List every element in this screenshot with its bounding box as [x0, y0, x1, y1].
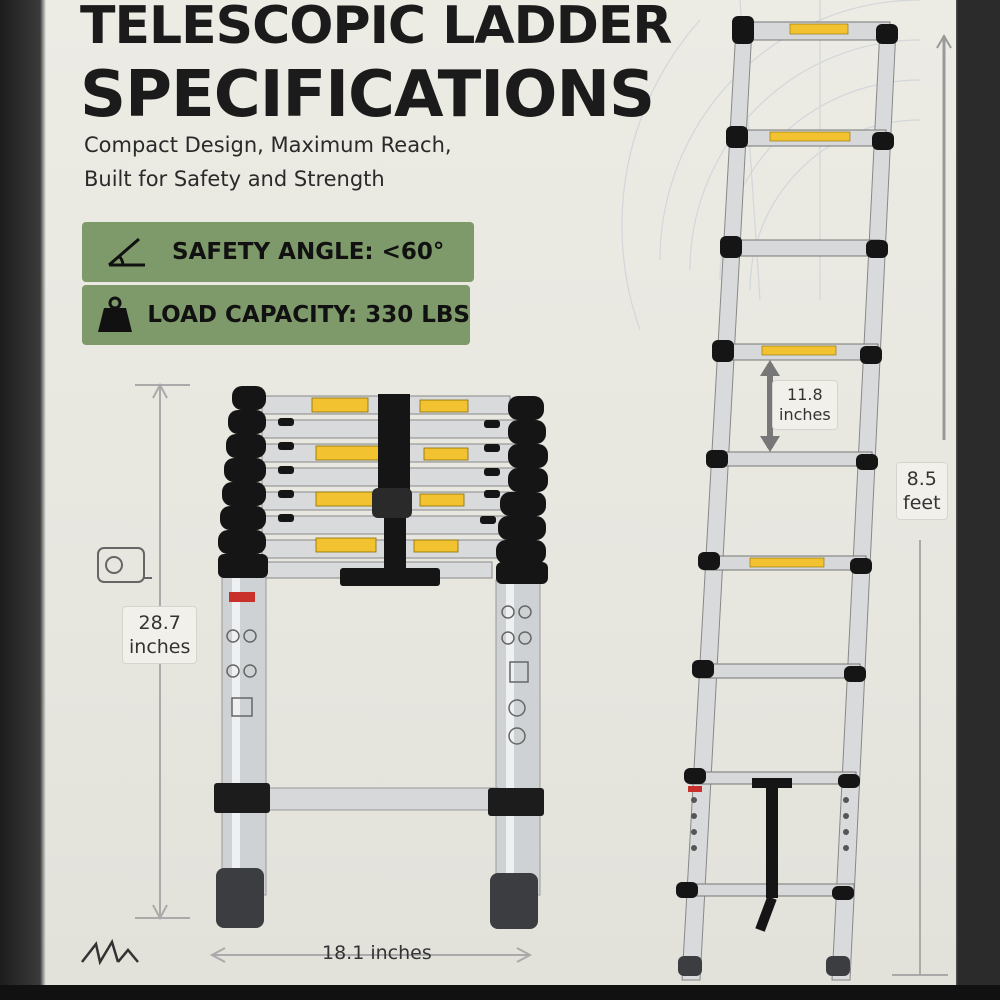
angle-icon: [82, 222, 172, 282]
extended-height-value: 8.5: [906, 468, 937, 490]
subtitle-line2: Built for Safety and Strength: [84, 167, 385, 191]
subtitle: Compact Design, Maximum Reach, Built for…: [84, 128, 452, 196]
brand-logo: [81, 938, 139, 966]
collapsed-height-unit: inches: [129, 636, 191, 658]
width-label: 18.1 inches: [322, 942, 432, 964]
rung-spacing-value: 11.8: [787, 385, 823, 404]
screen-bezel: [0, 985, 1000, 1000]
safety-angle-badge: SAFETY ANGLE: <60°: [82, 222, 474, 282]
rung-spacing-label: 11.8 inches: [772, 380, 838, 430]
subtitle-line1: Compact Design, Maximum Reach,: [84, 133, 452, 157]
weight-icon: [82, 285, 147, 345]
rung-spacing-unit: inches: [779, 405, 831, 424]
page-title-line2: SPECIFICATIONS: [80, 58, 655, 132]
collapsed-height-value: 28.7: [138, 612, 181, 634]
load-capacity-badge: LOAD CAPACITY: 330 LBS: [82, 285, 470, 345]
load-capacity-label: LOAD CAPACITY: 330 LBS: [147, 302, 470, 328]
page-title-line1: TELESCOPIC LADDER: [80, 0, 672, 56]
collapsed-height-label: 28.7 inches: [122, 606, 198, 664]
extended-height-unit: feet: [903, 492, 941, 514]
tape-measure-icon: [97, 547, 152, 583]
safety-angle-label: SAFETY ANGLE: <60°: [172, 239, 445, 265]
extended-height-label: 8.5 feet: [896, 462, 948, 520]
